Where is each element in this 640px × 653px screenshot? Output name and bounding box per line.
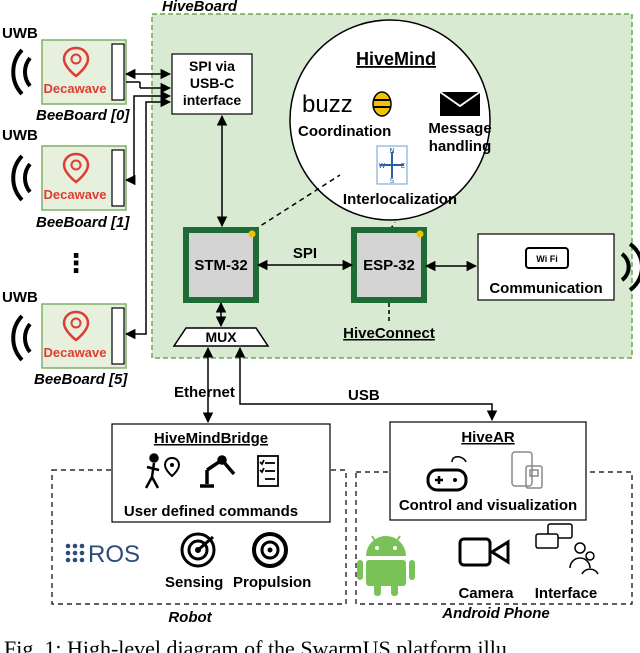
- hivear-title: HiveAR: [461, 429, 515, 446]
- beeboard-1: UWB Decawave BeeBoard [1]: [2, 127, 130, 231]
- location-pin-icon: [163, 456, 181, 478]
- interlocalization-label: Interlocalization: [343, 191, 457, 208]
- hivear-box: [389, 421, 587, 521]
- esp32-chip: [351, 227, 427, 303]
- beeboard-label-0: BeeBoard [0]: [36, 107, 130, 124]
- spi-box-line-1: SPI via: [189, 58, 235, 74]
- uwb-label-0: UWB: [2, 25, 38, 42]
- sensing-label: Sensing: [165, 574, 223, 591]
- hivemindbridge-box: [111, 423, 331, 523]
- wifi-text: Wi Fi: [536, 254, 557, 264]
- message-label-2: handling: [429, 138, 492, 155]
- stm32-pin1-marker: [248, 230, 256, 238]
- radar-icon: [180, 532, 216, 568]
- android-phone-label: Android Phone: [441, 605, 550, 622]
- usb-label: USB: [348, 387, 380, 404]
- gamepad-icon: [426, 456, 468, 492]
- buzz-logo-text: buzz: [302, 91, 353, 118]
- compass-icon: N S W E: [376, 145, 408, 185]
- chat-people-icon: [535, 523, 599, 575]
- hiveboard-title: HiveBoard: [162, 0, 238, 15]
- beeboard-5: UWB Decawave BeeBoard [5]: [2, 289, 128, 388]
- uwb-signal-icon: [11, 314, 32, 362]
- uwb-signal-icon: [11, 48, 32, 96]
- ros-logo-text: ROS: [88, 541, 140, 568]
- uwb-label-5: UWB: [2, 289, 38, 306]
- robot-label: Robot: [168, 609, 212, 626]
- usb-arrow: [234, 346, 498, 422]
- beeboard-label-5: BeeBoard [5]: [34, 371, 128, 388]
- communication-label: Communication: [489, 280, 602, 297]
- hiveconnect-label: HiveConnect: [343, 325, 435, 342]
- compass-w: W: [379, 162, 386, 170]
- decawave-logo-text: Decawave: [44, 187, 107, 202]
- robot-arm-icon: [200, 455, 236, 488]
- compass-s: S: [390, 177, 395, 185]
- stm32-chip: [183, 227, 259, 303]
- android-icon: [357, 535, 415, 596]
- coordination-label: Coordination: [298, 123, 391, 140]
- ethernet-label: Ethernet: [174, 384, 235, 401]
- mux-label: MUX: [205, 329, 237, 345]
- decawave-logo-text: Decawave: [44, 345, 107, 360]
- spi-usbc-box: [171, 53, 253, 115]
- bee-icon: [372, 91, 392, 117]
- camera-label: Camera: [458, 585, 514, 602]
- hivemind-title: HiveMind: [356, 49, 436, 69]
- uwb-label-1: UWB: [2, 127, 38, 144]
- envelope-icon: [439, 91, 481, 116]
- esp32-label: ESP-32: [363, 257, 415, 274]
- walking-person-icon: [144, 453, 160, 489]
- beeboard-connectors: [124, 68, 172, 340]
- ros-logo-icon: [65, 543, 85, 563]
- beeboard-label-1: BeeBoard [1]: [36, 214, 130, 231]
- tire-icon: [252, 532, 288, 568]
- stm32-label: STM-32: [194, 257, 247, 274]
- decawave-logo-text: Decawave: [44, 81, 107, 96]
- wifi-icon: Wi Fi: [525, 247, 569, 269]
- beeboard-0: UWB Decawave BeeBoard [0]: [2, 25, 130, 124]
- checklist-icon: [257, 455, 279, 487]
- figure-caption-text: Fig. 1: High-level diagram of the SwarmU…: [4, 640, 507, 653]
- ellipsis: ⋮: [63, 249, 89, 279]
- esp32-pin1-marker: [416, 230, 424, 238]
- hivemind-circle: [289, 19, 491, 221]
- hivear-label: Control and visualization: [399, 497, 577, 514]
- hivemindbridge-title: HiveMindBridge: [154, 430, 268, 447]
- figure-caption: Fig. 1: High-level diagram of the SwarmU…: [0, 640, 640, 653]
- interface-label: Interface: [535, 585, 598, 602]
- message-label-1: Message: [428, 120, 491, 137]
- uwb-signal-icon: [11, 154, 32, 202]
- compass-e: E: [401, 162, 405, 170]
- spi-box-line-3: interface: [183, 92, 242, 108]
- propulsion-label: Propulsion: [233, 574, 311, 591]
- compass-n: N: [389, 147, 394, 155]
- spi-box-line-2: USB-C: [190, 75, 234, 91]
- mux-block: [172, 327, 270, 347]
- phone-visualization-icon: [511, 451, 543, 489]
- stm-hivemind-link: [253, 174, 341, 231]
- spi-link-label: SPI: [293, 245, 317, 262]
- bridge-label: User defined commands: [124, 503, 298, 520]
- wireless-signal-icon: [620, 242, 640, 292]
- video-camera-icon: [458, 537, 510, 567]
